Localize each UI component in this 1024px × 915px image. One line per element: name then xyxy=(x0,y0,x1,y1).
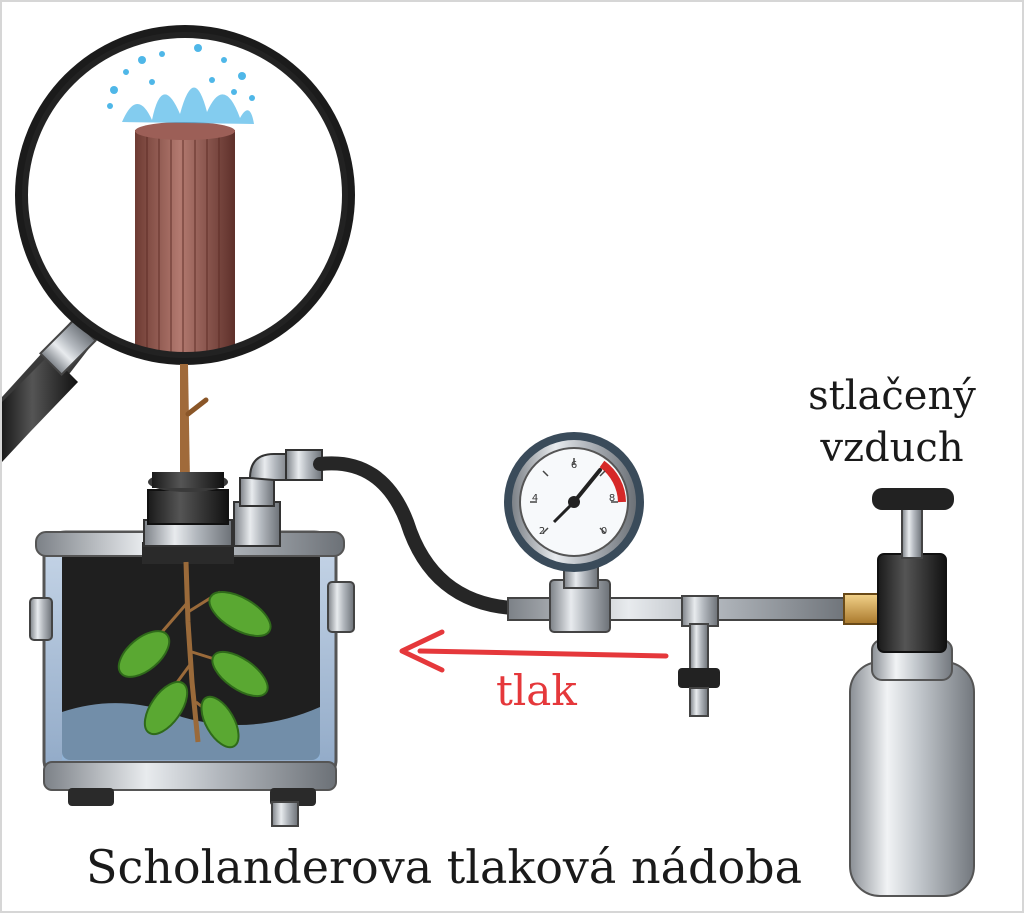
stem xyxy=(180,364,190,482)
chamber-lid-seal xyxy=(142,472,234,564)
compressed-air-cylinder xyxy=(849,488,975,897)
leafy-shoot xyxy=(117,561,272,749)
compressed-air-label-line2: vzduch xyxy=(820,425,964,471)
magnifier-handle xyxy=(2,318,97,462)
air-hose xyxy=(313,456,519,615)
gauge-needle xyxy=(572,468,602,504)
zoomed-stem-xylem xyxy=(135,130,235,353)
manifold-pipe xyxy=(507,579,879,717)
gauge-tick-label: 4 xyxy=(532,493,538,504)
magnifier-lens xyxy=(15,25,355,365)
gauge-tick-label: 8 xyxy=(609,493,615,504)
cylinder-valve-knob xyxy=(872,488,954,510)
gauge-tick-label: 6 xyxy=(571,460,577,471)
inlet-fitting xyxy=(233,449,323,547)
pressure-label: tlak xyxy=(496,666,577,715)
pressure-arrow xyxy=(399,629,669,673)
gauge-tick-label: 2 xyxy=(539,526,545,537)
compressed-air-label: stlačený vzduch xyxy=(802,370,982,474)
diagram-title: Scholanderova tlaková nádoba xyxy=(86,840,803,894)
water-droplets xyxy=(107,44,255,124)
compressed-air-label-line1: stlačený xyxy=(808,373,976,419)
pressure-gauge: 2 4 6 8 0 xyxy=(504,432,644,589)
